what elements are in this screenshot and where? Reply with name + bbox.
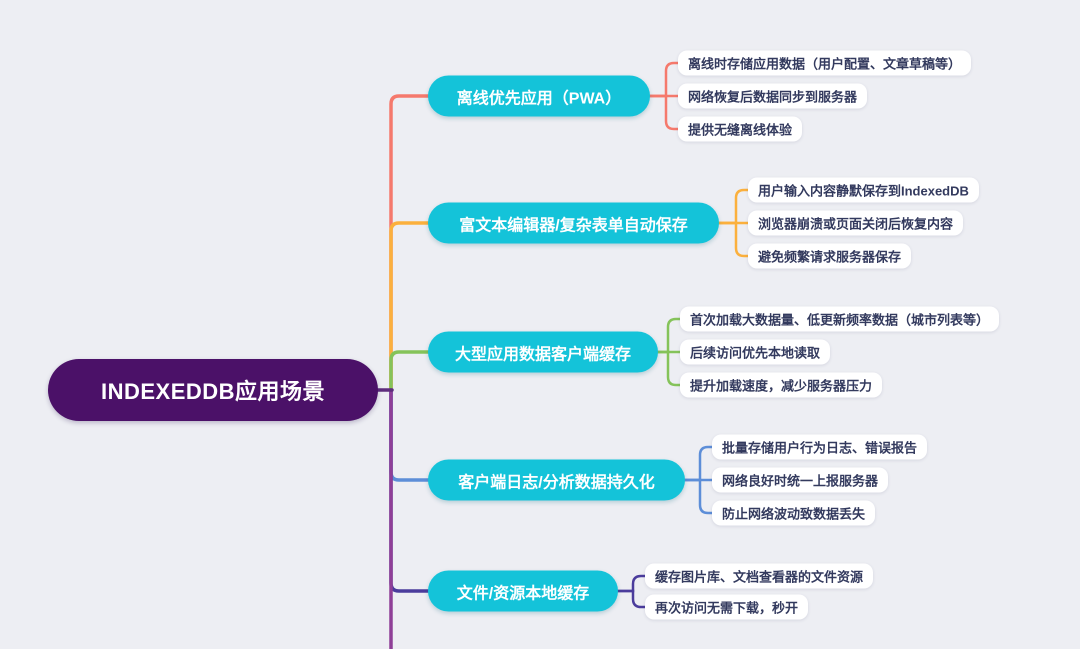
connector-leaf	[656, 317, 682, 354]
leaf-node[interactable]: 提升加载速度，减少服务器压力	[680, 372, 883, 398]
branch-node-large-data-cache[interactable]: 大型应用数据客户端缓存	[428, 331, 658, 373]
leaf-node[interactable]: 网络良好时统一上报服务器	[712, 467, 889, 493]
connector-leaf	[616, 589, 647, 609]
leaf-node[interactable]: 网络恢复后数据同步到服务器	[678, 83, 868, 109]
leaf-node[interactable]: 后续访问优先本地读取	[680, 339, 831, 365]
leaf-node[interactable]: 批量存储用户行为日志、错误报告	[712, 434, 928, 460]
leaf-node[interactable]: 再次访问无需下载，秒开	[645, 594, 809, 620]
leaf-node[interactable]: 防止网络波动致数据丢失	[712, 500, 876, 526]
connector-branch-offline-pwa	[389, 94, 430, 390]
branch-node-file-cache[interactable]: 文件/资源本地缓存	[428, 570, 618, 612]
leaf-node[interactable]: 首次加载大数据量、低更新频率数据（城市列表等）	[680, 306, 1000, 332]
leaf-node[interactable]: 提供无缝离线体验	[678, 116, 803, 142]
connector-branch-client-cache	[389, 350, 430, 390]
connector-leaf	[648, 61, 680, 98]
leaf-node[interactable]: 浏览器崩溃或页面关闭后恢复内容	[748, 210, 964, 236]
root-node-indexeddb-use-cases[interactable]: INDEXEDDB应用场景	[48, 359, 378, 421]
connector-leaf	[683, 478, 714, 515]
connector-leaf	[717, 188, 750, 225]
branch-node-editor-autosave[interactable]: 富文本编辑器/复杂表单自动保存	[428, 202, 719, 244]
connector-leaf	[616, 574, 647, 593]
connector-branch-autosave	[389, 221, 430, 390]
connector-leaf	[683, 445, 714, 482]
leaf-node[interactable]: 避免频繁请求服务器保存	[748, 243, 912, 269]
connector-branch-file-cache	[389, 390, 430, 593]
leaf-node[interactable]: 用户输入内容静默保存到IndexedDB	[748, 177, 979, 203]
connector-branch-logs	[389, 390, 430, 482]
branch-node-offline-pwa[interactable]: 离线优先应用（PWA）	[428, 75, 650, 117]
connector-leaf	[648, 94, 680, 131]
connector-leaf	[656, 350, 682, 387]
branch-node-log-persistence[interactable]: 客户端日志/分析数据持久化	[428, 459, 685, 501]
leaf-node[interactable]: 离线时存储应用数据（用户配置、文章草稿等）	[678, 50, 972, 76]
connector-leaf	[717, 221, 750, 258]
leaf-node[interactable]: 缓存图片库、文档查看器的文件资源	[645, 563, 874, 589]
